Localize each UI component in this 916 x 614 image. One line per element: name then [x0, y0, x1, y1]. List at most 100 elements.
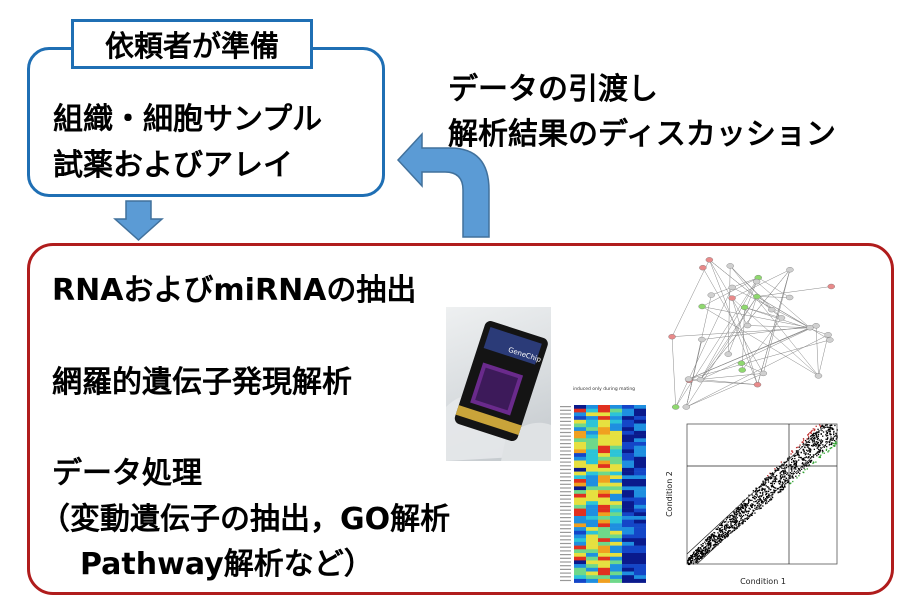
scatter-point — [753, 495, 755, 497]
scatter-point — [690, 560, 692, 562]
scatter-point — [765, 497, 767, 500]
scatter-point — [787, 481, 789, 483]
scatter-point — [783, 478, 785, 481]
scatter-point — [759, 498, 761, 501]
scatter-point — [789, 482, 791, 485]
scatter-point — [755, 496, 758, 499]
scatter-point — [729, 526, 731, 528]
scatter-point — [748, 494, 750, 496]
network-edge — [702, 306, 811, 328]
heatmap-cell — [598, 486, 610, 491]
scatter-point — [742, 500, 744, 502]
scatter-point — [774, 468, 776, 470]
scatter-point — [721, 526, 723, 529]
network-edge — [731, 297, 758, 385]
network-node — [738, 367, 746, 373]
scatter-point — [744, 508, 747, 510]
scatter-point — [782, 467, 784, 470]
scatter-point — [751, 504, 753, 507]
scatter-point — [826, 437, 829, 440]
heatmap-cell — [586, 578, 598, 583]
scatter-point — [692, 558, 694, 560]
heatmap-cell — [598, 516, 610, 520]
scatter-point — [754, 491, 757, 493]
scatter-point — [804, 457, 806, 459]
scatter-point — [758, 506, 761, 508]
heatmap-cell — [622, 434, 634, 439]
scatter-point — [762, 480, 764, 482]
scatter-point — [740, 519, 742, 522]
scatter-point — [710, 536, 712, 538]
scatter-point — [719, 539, 721, 541]
scatter-point — [748, 507, 750, 509]
scatter-point — [760, 485, 762, 487]
scatter-point — [758, 503, 760, 505]
scatter-point — [704, 548, 706, 551]
scatter-point — [758, 500, 760, 502]
network-edge — [686, 339, 703, 408]
scatter-point — [828, 430, 830, 433]
scatter-point — [723, 520, 725, 522]
scatter-point — [762, 482, 765, 485]
scatter-point — [815, 432, 817, 434]
scatter-point — [836, 435, 838, 437]
scatter-point — [699, 550, 701, 553]
heatmap-cell — [574, 493, 586, 498]
heatmap-row-label — [560, 468, 571, 471]
heatmap-cell — [610, 560, 622, 565]
scatter-point — [731, 514, 733, 516]
scatter-point — [729, 518, 732, 521]
scatter-point — [726, 517, 728, 519]
scatter-point — [745, 510, 747, 512]
scatter-point — [697, 548, 699, 550]
scatter-point — [781, 474, 783, 476]
scatter-point — [740, 510, 743, 513]
scatter-point — [707, 541, 710, 543]
heatmap-cell — [598, 449, 610, 454]
scatter-point — [783, 473, 785, 475]
scatter-point — [815, 434, 818, 436]
scatter-point — [821, 449, 824, 452]
scatter-point — [751, 514, 753, 517]
scatter-point — [740, 514, 743, 516]
scatter-point — [781, 463, 783, 465]
scatter-point — [787, 480, 789, 482]
scatter-point — [730, 520, 732, 523]
scatter-point — [740, 517, 743, 519]
scatter-point — [814, 442, 816, 444]
scatter-point — [715, 528, 717, 530]
heatmap-cell — [586, 493, 598, 498]
heatmap-cell — [586, 471, 598, 476]
scatter-point — [818, 451, 820, 453]
scatter-point — [764, 478, 766, 480]
scatter-point — [764, 502, 767, 504]
heatmap-cell — [610, 497, 622, 502]
scatter-point — [771, 495, 773, 497]
heatmap-cell — [622, 553, 634, 557]
scatter-point — [794, 460, 796, 462]
heatmap-cell — [622, 527, 634, 532]
scatter-point — [735, 524, 737, 526]
scatter-point — [815, 436, 817, 438]
heatmap-cell — [622, 493, 634, 498]
scatter-point — [831, 427, 834, 429]
heatmap-cell — [598, 408, 610, 413]
scatter-point — [759, 492, 762, 494]
scatter-point — [825, 438, 827, 440]
scatter-point — [703, 555, 705, 557]
scatter-point — [737, 507, 739, 509]
scatter-point — [702, 552, 704, 554]
scatter-point — [690, 555, 693, 558]
heatmap-cell — [586, 575, 598, 580]
scatter-point — [817, 453, 820, 456]
heatmap-cell — [610, 416, 622, 421]
scatter-point — [736, 514, 738, 516]
scatter-point — [802, 457, 805, 460]
scatter-point — [782, 476, 784, 478]
scatter-point — [805, 452, 807, 454]
heatmap-cell — [574, 553, 586, 557]
heatmap-cell — [586, 545, 598, 550]
heatmap-row-label — [560, 524, 571, 526]
heatmap-cell — [610, 479, 622, 483]
scatter-point — [765, 490, 768, 493]
